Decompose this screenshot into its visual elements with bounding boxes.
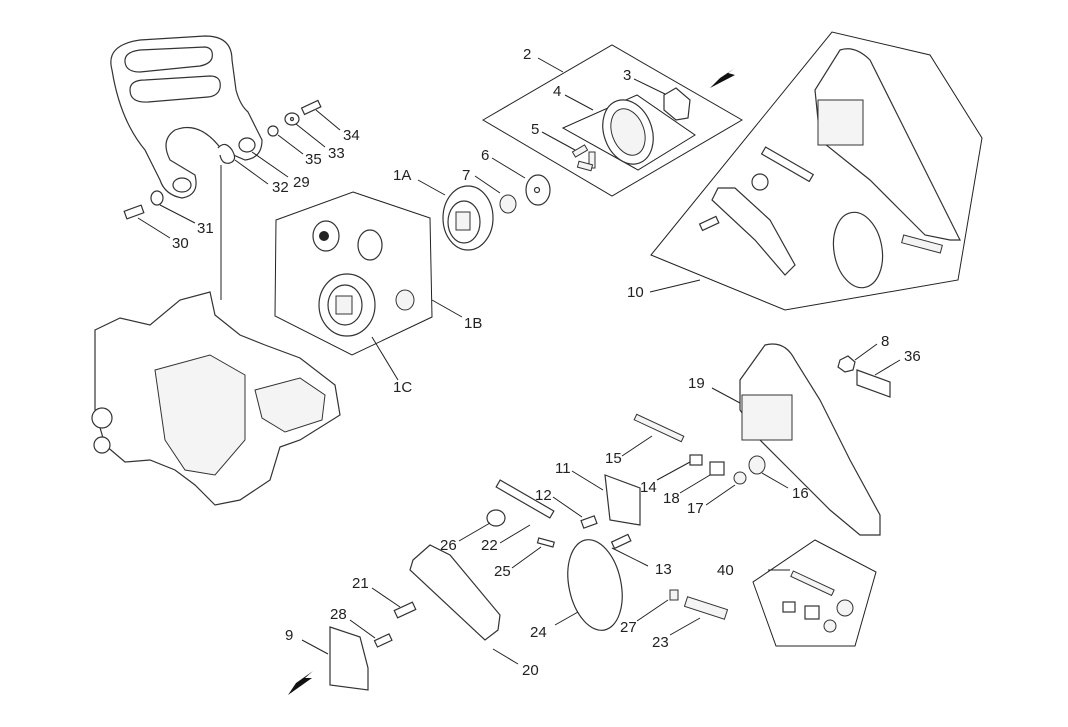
label-1b: 1B <box>464 315 482 332</box>
crankcase <box>91 291 341 506</box>
leader-lines <box>137 57 901 665</box>
link-22 <box>495 479 555 519</box>
sprocket-cover-19 <box>739 343 881 536</box>
label-36 <box>856 369 891 398</box>
clutch-4 <box>602 99 654 165</box>
label-17: 17 <box>687 500 704 517</box>
bushing-35 <box>267 125 279 137</box>
group-40-outline <box>752 539 877 647</box>
label-7: 7 <box>462 167 470 184</box>
group-10-outline <box>650 31 983 311</box>
label-32: 32 <box>272 179 289 196</box>
brake-lever-in-10 <box>711 187 796 276</box>
label-5: 5 <box>531 121 539 138</box>
band-in-10 <box>832 211 884 289</box>
label-21: 21 <box>352 575 369 592</box>
bush-in-10 <box>751 173 769 191</box>
sprocket-rim <box>312 220 340 252</box>
label-12: 12 <box>535 487 552 504</box>
label-30: 30 <box>172 235 189 252</box>
collar-31 <box>150 190 164 206</box>
label-2: 2 <box>523 46 531 63</box>
clutch-drum-1c <box>318 273 376 337</box>
direction-arrow-top <box>710 68 735 88</box>
washer-33 <box>284 112 300 126</box>
screw-in-10 <box>698 215 720 232</box>
label-18: 18 <box>663 490 680 507</box>
label-10: 10 <box>627 284 644 301</box>
band-24 <box>567 539 623 631</box>
washer-17 <box>733 471 747 485</box>
label-25: 25 <box>494 563 511 580</box>
label-31: 31 <box>197 220 214 237</box>
label-3: 3 <box>623 67 631 84</box>
plate-9 <box>329 626 369 691</box>
shoe-3 <box>663 87 691 121</box>
bearing-7 <box>499 194 517 214</box>
label-20: 20 <box>522 662 539 679</box>
label-22: 22 <box>481 537 498 554</box>
screw-34 <box>300 99 322 116</box>
label-15: 15 <box>605 450 622 467</box>
group-1b-outline <box>274 191 433 356</box>
screw-13 <box>610 533 632 550</box>
label-29: 29 <box>293 174 310 191</box>
spring-32 <box>217 143 236 300</box>
clutch-drum-1a <box>442 185 494 251</box>
label-14: 14 <box>640 479 657 496</box>
label-23: 23 <box>652 634 669 651</box>
label-19: 19 <box>688 375 705 392</box>
spring-5 <box>571 144 596 172</box>
washer-6 <box>525 174 551 206</box>
needle-bearing-1b <box>395 289 415 311</box>
nut-18 <box>709 461 725 476</box>
label-26: 26 <box>440 537 457 554</box>
label-35: 35 <box>305 151 322 168</box>
nut-14 <box>689 454 703 466</box>
label-9: 9 <box>285 627 293 644</box>
label-16: 16 <box>792 485 809 502</box>
screw-12 <box>580 515 598 529</box>
label-4: 4 <box>553 83 561 100</box>
label-11: 11 <box>555 460 571 477</box>
nut-8 <box>837 355 856 373</box>
label-36: 36 <box>904 348 921 365</box>
spring-23 <box>683 596 729 620</box>
part-labels: 34 33 35 29 32 31 30 1A 1B 1C 2 3 4 5 6 … <box>172 46 921 679</box>
label-13: 13 <box>655 561 672 578</box>
label-1a: 1A <box>393 167 411 184</box>
screw-21 <box>393 601 417 619</box>
kit-40-parts <box>782 570 854 633</box>
label-1c: 1C <box>393 379 412 396</box>
label-40: 40 <box>717 562 734 579</box>
plate-11 <box>604 474 641 526</box>
nut-16 <box>748 455 766 475</box>
pin-25 <box>536 537 555 548</box>
label-8: 8 <box>881 333 889 350</box>
group-2-outline <box>482 44 743 197</box>
bush-26 <box>486 509 506 527</box>
screw-28 <box>373 633 393 648</box>
brake-lever-20 <box>409 544 501 641</box>
sprocket-cover-in-10 <box>814 48 961 241</box>
bolt-15 <box>633 413 685 443</box>
label-33: 33 <box>328 145 345 162</box>
hand-guard <box>110 35 263 199</box>
label-24: 24 <box>530 624 547 641</box>
link-in-10 <box>760 146 815 183</box>
spring-in-10 <box>901 234 943 254</box>
label-27: 27 <box>620 619 637 636</box>
block-27 <box>669 589 679 601</box>
rim-washer <box>357 229 383 261</box>
label-34: 34 <box>343 127 360 144</box>
label-28: 28 <box>330 606 347 623</box>
direction-arrow-bottom <box>288 671 313 695</box>
screw-30 <box>123 204 145 220</box>
label-6: 6 <box>481 147 489 164</box>
